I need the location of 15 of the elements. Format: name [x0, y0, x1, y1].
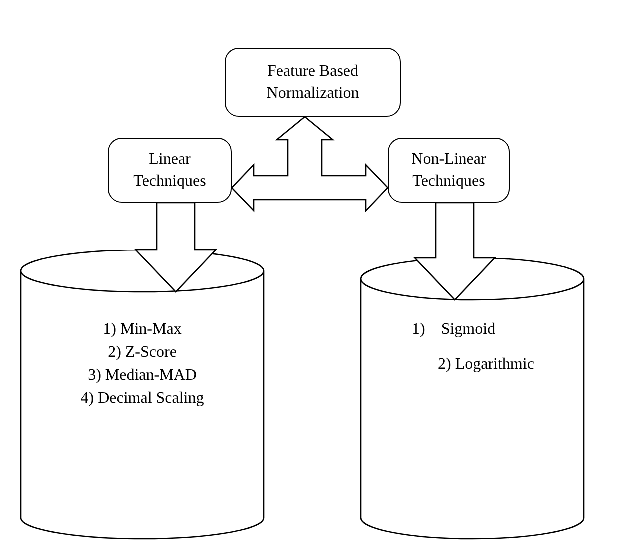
- list-item: 4) Decimal Scaling: [80, 389, 204, 409]
- list-item: 1) Min-Max: [103, 320, 182, 340]
- block-arrow: [134, 202, 218, 293]
- rounded-box: [388, 138, 510, 203]
- block-arrow: [413, 202, 497, 301]
- node-label: Non-Linear Techniques: [410, 150, 488, 192]
- three-way-block-arrow: [231, 116, 389, 213]
- node-label: Linear Techniques: [132, 150, 208, 192]
- list-item: 2) Z-Score: [108, 343, 177, 363]
- list-item: 3) Median-MAD: [88, 366, 197, 386]
- node-label: Feature Based Normalization: [266, 62, 360, 104]
- list-item: 1) Sigmoid: [412, 320, 496, 340]
- rounded-box: [225, 48, 401, 117]
- list-item: 2) Logarithmic: [438, 355, 534, 375]
- rounded-box: [108, 138, 232, 203]
